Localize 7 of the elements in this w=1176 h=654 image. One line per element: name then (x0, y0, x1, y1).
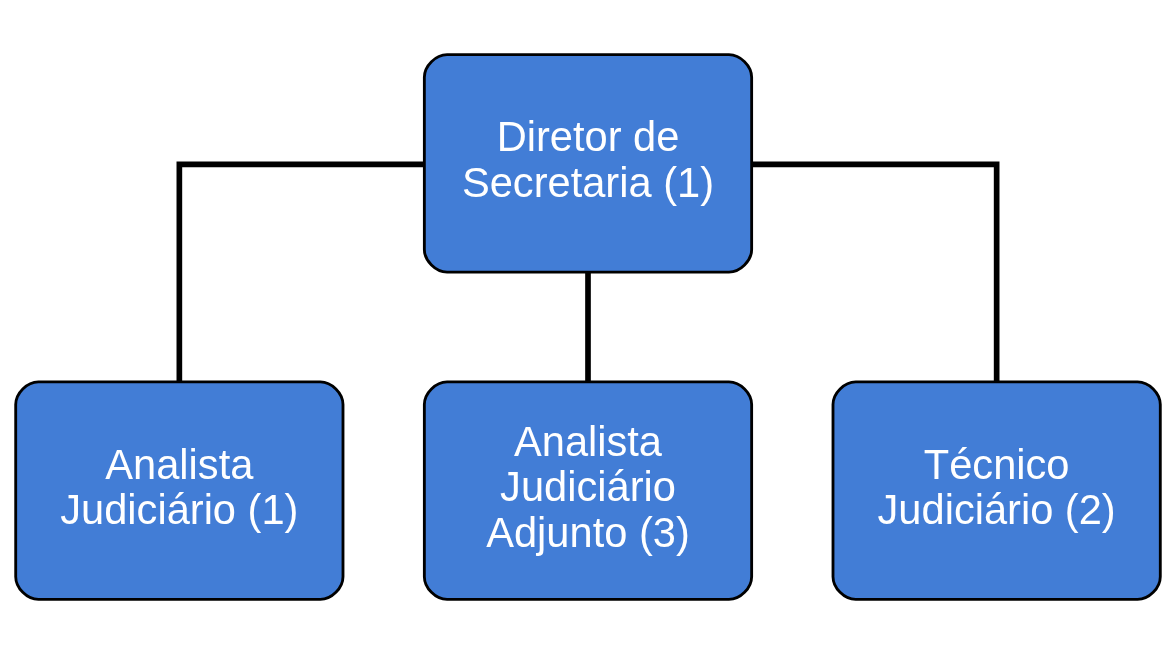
connector (585, 272, 591, 382)
node-box: Diretor de Secretaria (1) (422, 53, 754, 274)
node-box: Analista Judiciário Adjunto (3) (422, 380, 754, 601)
connector (751, 161, 1000, 382)
node-box: Técnico Judiciário (2) (831, 380, 1162, 601)
connector (176, 161, 425, 382)
node-box: Analista Judiciário (1) (14, 380, 345, 601)
